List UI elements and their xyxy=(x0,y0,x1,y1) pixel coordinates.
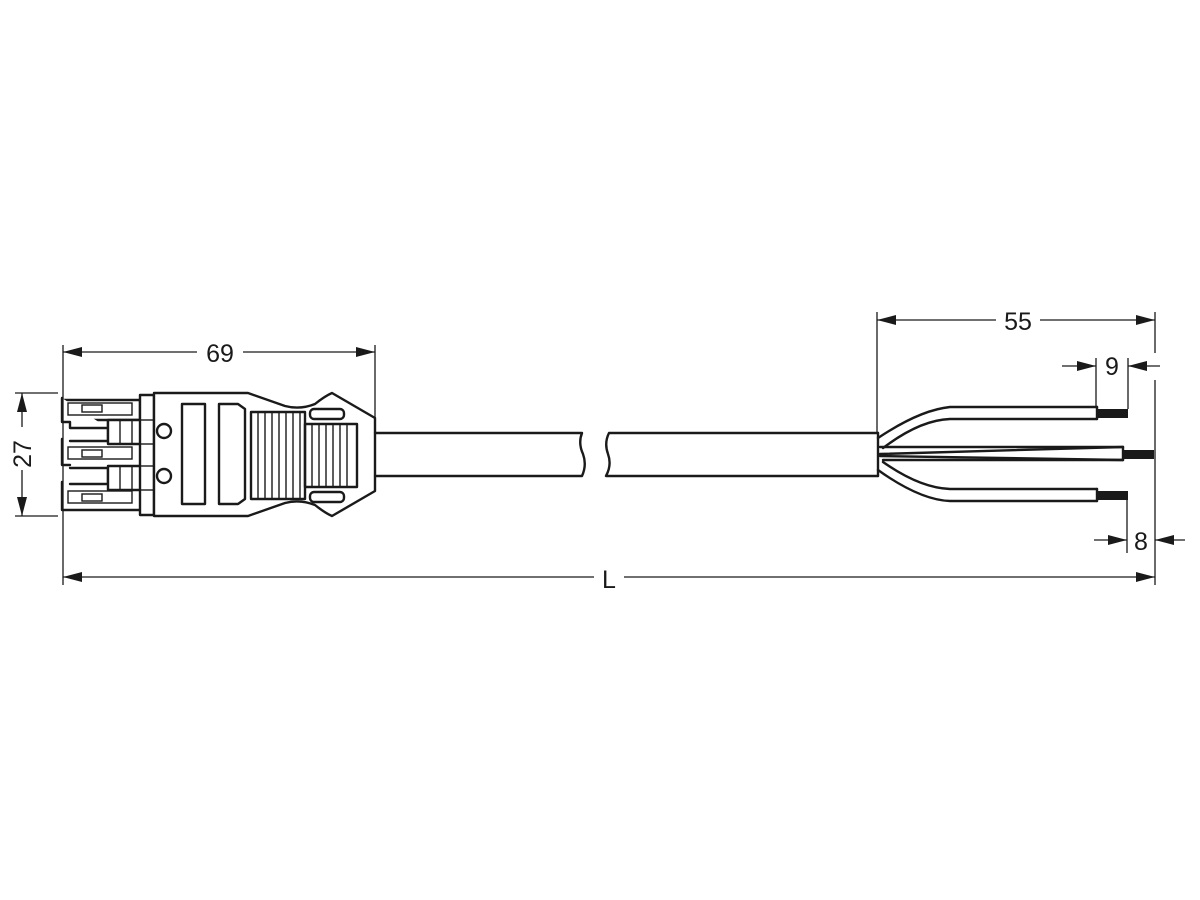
dimension-connector-length: 69 xyxy=(62,340,376,585)
dim-label-9: 9 xyxy=(1105,353,1119,381)
marker-circle xyxy=(155,467,173,485)
dim-label-L: L xyxy=(602,566,616,594)
dimension-total-length: L xyxy=(63,566,1155,594)
marker-circle xyxy=(155,422,173,440)
dim-label-69: 69 xyxy=(206,340,234,368)
dim-label-27: 27 xyxy=(9,440,37,468)
conductors xyxy=(876,405,1154,503)
dimension-conductor-strip: 8 xyxy=(1094,380,1185,585)
stripped-end xyxy=(1097,409,1128,418)
stripped-end xyxy=(1123,450,1154,459)
dimension-stripped-length: 55 xyxy=(876,308,1156,433)
plug-connector xyxy=(60,391,377,518)
contact-pins xyxy=(60,396,144,512)
dimension-outer-strip: 9 xyxy=(1062,353,1160,409)
dim-label-55: 55 xyxy=(1004,308,1032,336)
dim-label-8: 8 xyxy=(1134,528,1148,556)
dimension-connector-height: 27 xyxy=(9,392,58,517)
stripped-end xyxy=(1097,491,1128,500)
housing-front xyxy=(138,393,156,517)
cable xyxy=(373,431,880,478)
